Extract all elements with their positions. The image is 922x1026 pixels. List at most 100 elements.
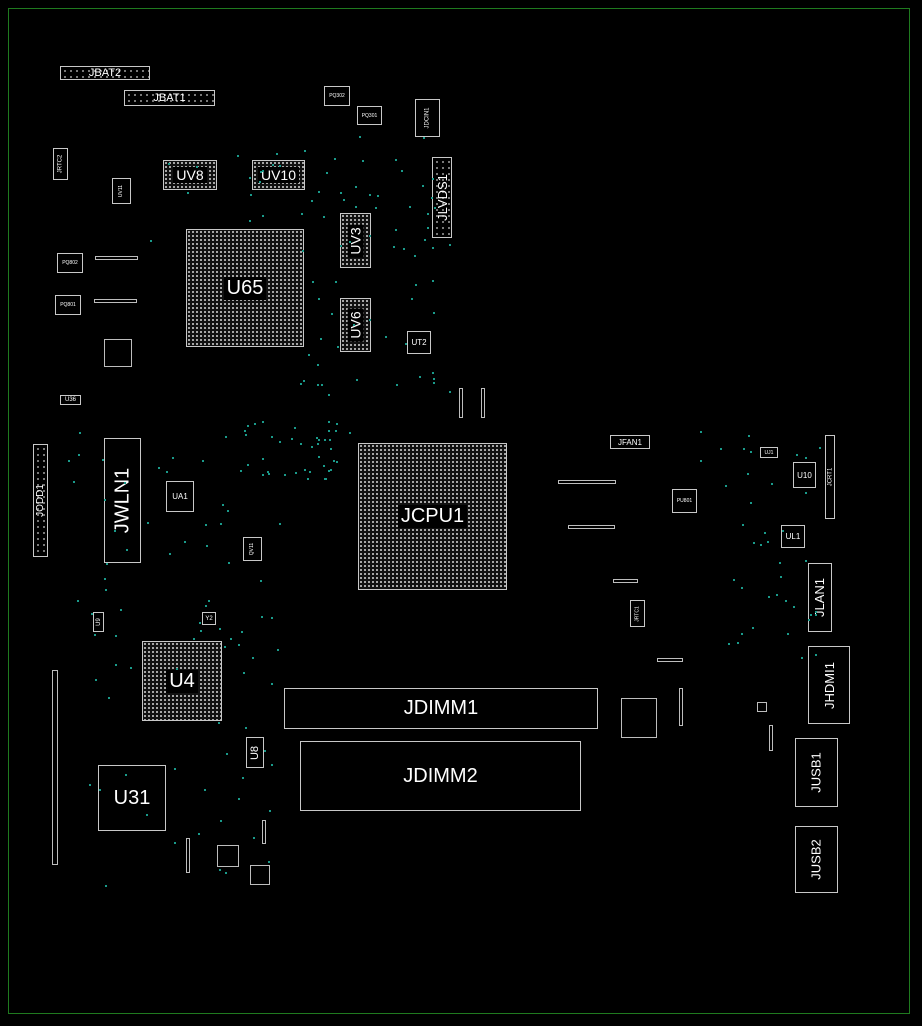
component-uv10[interactable]: UV10 — [252, 160, 305, 190]
via — [270, 616, 273, 619]
label: U31 — [113, 786, 151, 809]
via — [247, 424, 250, 427]
via — [253, 837, 256, 840]
component-u4[interactable]: U4 — [142, 641, 222, 721]
via — [125, 549, 128, 552]
via — [318, 456, 321, 459]
component-uv8[interactable]: UV8 — [163, 160, 217, 190]
via — [805, 456, 808, 459]
component-jwln1[interactable]: JWLN1 — [104, 438, 141, 563]
via — [301, 249, 304, 252]
component-jrtc2[interactable]: JRTC2 — [53, 148, 68, 180]
label: Y2 — [205, 615, 213, 622]
via — [186, 191, 189, 194]
via — [271, 683, 274, 686]
component-pq801[interactable]: PQ801 — [55, 295, 81, 315]
label: PQ301 — [361, 112, 378, 119]
component-u8[interactable]: U8 — [246, 737, 264, 768]
via — [426, 212, 429, 215]
component-ut2[interactable]: UT2 — [407, 331, 431, 354]
via — [310, 445, 313, 448]
component-uj1[interactable]: UJ1 — [760, 447, 778, 458]
via — [782, 529, 785, 532]
via — [368, 193, 371, 196]
component-pu801[interactable]: PU801 — [672, 489, 697, 513]
via — [104, 589, 107, 592]
component-jbat2[interactable]: JBAT2 — [60, 66, 150, 80]
component-uv11[interactable]: UV11 — [112, 178, 131, 204]
component-jlan1[interactable]: JLAN1 — [808, 563, 832, 632]
via — [271, 764, 273, 767]
via — [230, 638, 233, 641]
via — [240, 631, 243, 634]
via — [376, 195, 379, 198]
via — [278, 165, 281, 168]
via — [421, 184, 424, 187]
component-jbat1[interactable]: JBAT1 — [124, 90, 215, 106]
via — [426, 226, 429, 229]
component-qv11[interactable]: QV11 — [243, 537, 262, 561]
via — [334, 157, 337, 160]
component-u65[interactable]: U65 — [186, 229, 304, 347]
component-jdimm1[interactable]: JDIMM1 — [284, 688, 598, 729]
via — [124, 774, 127, 777]
via — [249, 193, 252, 196]
component-jfan1[interactable]: JFAN1 — [610, 435, 650, 449]
component-u31[interactable]: U31 — [98, 765, 166, 831]
via — [166, 471, 169, 474]
component-jodd1[interactable]: JODD1 — [33, 444, 48, 557]
via — [89, 783, 92, 786]
component-y2[interactable]: Y2 — [202, 612, 216, 625]
component-ua1[interactable]: UA1 — [166, 481, 194, 512]
via — [352, 324, 355, 327]
component-uv6[interactable]: UV6 — [340, 298, 371, 352]
via — [249, 176, 252, 179]
component-u36[interactable]: U36 — [60, 395, 81, 405]
via — [278, 522, 281, 525]
via — [299, 443, 302, 446]
component-jhdmi1[interactable]: JHDMI1 — [808, 646, 850, 724]
label: JDIMM2 — [403, 764, 478, 787]
via — [785, 599, 787, 602]
via — [323, 465, 326, 468]
via — [173, 767, 176, 770]
label: UV10 — [257, 167, 300, 183]
via — [303, 380, 306, 382]
component-pq302[interactable]: PQ302 — [324, 86, 350, 106]
component-uv3[interactable]: UV3 — [340, 213, 371, 268]
via — [113, 530, 116, 533]
component-jlvds1[interactable]: JLVDS1 — [432, 157, 452, 238]
via — [219, 523, 222, 525]
label: JODD1 — [35, 484, 47, 517]
via — [68, 459, 71, 462]
via — [240, 470, 243, 473]
component-ul1[interactable]: UL1 — [781, 525, 805, 548]
via — [276, 153, 279, 156]
via — [384, 335, 387, 338]
component-u9[interactable]: U9 — [93, 612, 104, 632]
label: JBAT1 — [153, 92, 186, 104]
passive-part — [95, 256, 138, 260]
label: JRTC1 — [634, 605, 641, 622]
component-pq802[interactable]: PQ802 — [57, 253, 83, 273]
via — [779, 575, 782, 578]
via — [395, 384, 398, 387]
via — [220, 820, 223, 823]
via — [318, 439, 321, 442]
passive-part — [769, 725, 773, 751]
component-pq301[interactable]: PQ301 — [357, 106, 382, 125]
label: JHDMI1 — [821, 661, 837, 709]
component-jdimm2[interactable]: JDIMM2 — [300, 741, 581, 811]
via — [244, 727, 247, 730]
component-jrtc1[interactable]: JRTC1 — [630, 600, 645, 627]
via — [78, 432, 81, 435]
via — [195, 165, 198, 168]
component-jdcin1[interactable]: JDCIN1 — [415, 99, 440, 137]
component-jcpu1[interactable]: JCPU1 — [358, 443, 507, 590]
component-jcrt1[interactable]: JCRT1 — [825, 435, 835, 519]
component-jusb2[interactable]: JUSB2 — [795, 826, 838, 893]
component-u10[interactable]: U10 — [793, 462, 816, 488]
component-jusb1[interactable]: JUSB1 — [795, 738, 838, 807]
via — [747, 434, 750, 437]
label: UV11 — [118, 184, 125, 198]
